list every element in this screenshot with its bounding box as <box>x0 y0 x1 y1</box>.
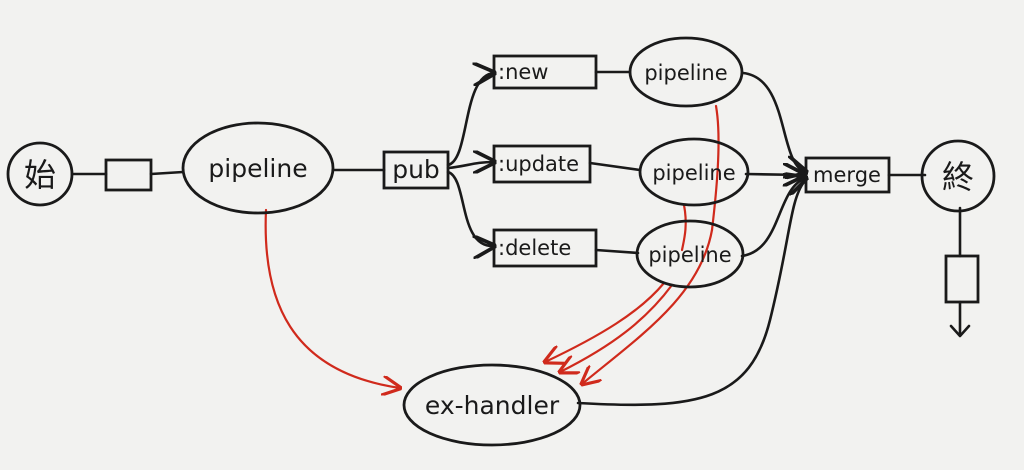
edge-delete-to-pipeline <box>594 248 640 255</box>
buffer-box <box>104 158 153 192</box>
pipeline-new-label: pipeline <box>644 61 727 85</box>
edge-pub-to-delete <box>446 170 494 246</box>
route-new-label: :new <box>498 60 548 84</box>
pipeline-new-node: pipeline <box>628 36 744 108</box>
output-arrow-icon <box>949 324 971 338</box>
edge-pipeline-delete-to-merge <box>740 178 806 258</box>
edge-pub-to-new <box>446 73 494 167</box>
merge-node: merge <box>804 156 891 194</box>
edge-pub-to-update <box>446 162 494 168</box>
error-edges <box>264 104 720 388</box>
edge-pipeline-update-to-merge <box>744 174 804 175</box>
pipeline-main-node: pipeline <box>181 121 335 215</box>
pipeline-main-label: pipeline <box>208 154 307 183</box>
route-update-label: :update <box>498 152 579 176</box>
ex-handler-node: ex-handler <box>402 363 582 447</box>
start-node: 始 <box>6 141 74 207</box>
edge-pipeline-new-to-merge <box>741 71 806 172</box>
merge-label: merge <box>813 163 881 187</box>
route-delete-node: :delete <box>492 228 598 268</box>
start-label: 始 <box>24 156 56 194</box>
pipeline-delete-node: pipeline <box>635 219 745 289</box>
output-box <box>944 254 980 304</box>
route-new-node: :new <box>492 54 598 90</box>
main-flow-edges <box>70 71 971 407</box>
pipeline-delete-label: pipeline <box>648 243 731 267</box>
pipeline-update-label: pipeline <box>652 161 735 185</box>
error-edge-main-pipeline <box>264 208 400 388</box>
ex-handler-label: ex-handler <box>425 391 560 420</box>
error-edge-update-pipeline-a <box>680 203 687 252</box>
error-edge-new-pipeline-a <box>710 104 720 232</box>
error-edge-new-pipeline-b <box>582 228 714 384</box>
edge-update-to-pipeline <box>588 161 642 172</box>
end-node: 終 <box>920 139 996 213</box>
pub-node: pub <box>382 150 450 190</box>
pipeline-update-node: pipeline <box>638 137 750 207</box>
route-delete-label: :delete <box>498 236 571 260</box>
route-update-node: :update <box>492 144 592 184</box>
edge-exhandler-to-merge <box>576 180 806 407</box>
error-edge-update-pipeline-b <box>545 281 666 362</box>
error-edge-delete-pipeline <box>560 283 674 372</box>
edge-buffer-to-pipeline <box>149 170 185 176</box>
pub-label: pub <box>392 155 440 184</box>
end-label: 終 <box>942 158 974 196</box>
